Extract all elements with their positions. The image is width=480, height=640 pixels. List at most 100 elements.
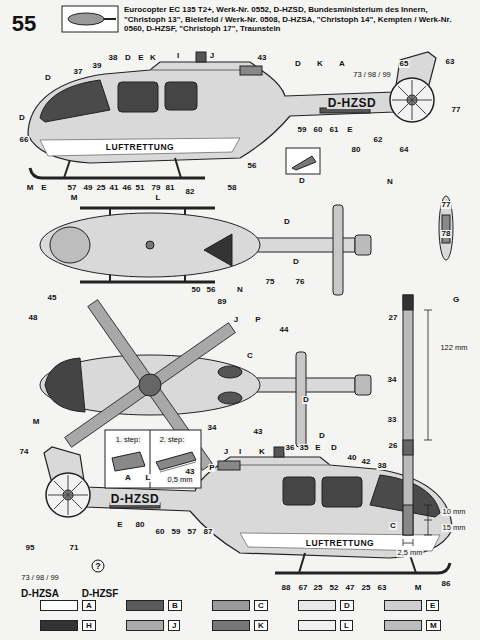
callout-label: 50 (191, 286, 202, 294)
callout-label: P (208, 464, 215, 472)
color-swatch (384, 620, 422, 631)
callout-label: 56 (247, 162, 258, 170)
registration-text: D-HZSA (20, 589, 60, 599)
fuselage-lettering: LUFTRETTUNG (305, 539, 375, 548)
callout-label: 42 (361, 458, 372, 466)
callout-label: 34 (387, 376, 398, 384)
callout-label: 51 (135, 184, 146, 192)
callout-label: J (233, 316, 239, 324)
callout-label: M (26, 184, 35, 192)
color-letter: L (340, 620, 353, 631)
callout-label: 56 (206, 286, 217, 294)
callout-label: 66 (19, 136, 30, 144)
callout-label: 38 (108, 54, 119, 62)
callout-label: D (292, 258, 300, 266)
callout-label: 43 (185, 468, 196, 476)
color-letter: J (168, 620, 180, 631)
callout-label: 2. step: (159, 436, 186, 444)
callout-label: 76 (295, 278, 306, 286)
callout-label: 26 (388, 442, 399, 450)
callout-label: 77 (451, 106, 462, 114)
callout-label: 63 (377, 584, 388, 592)
callout-label: 60 (313, 126, 324, 134)
callout-label: E (346, 126, 353, 134)
callout-label: I (238, 448, 242, 456)
callout-label: 15 mm (442, 524, 467, 532)
callout-label: 73 / 98 / 99 (20, 574, 60, 582)
callout-label: 44 (279, 326, 290, 334)
callout-label: 52 (329, 584, 340, 592)
callout-label: E (116, 521, 123, 529)
callout-label: 65 (399, 60, 410, 68)
callout-label: 0,5 mm (166, 476, 193, 484)
callout-label: D (124, 54, 132, 62)
callout-label: L (145, 474, 152, 482)
callout-label: D (18, 114, 26, 122)
registration-text: D-HZSD (327, 97, 377, 109)
callout-label: 37 (73, 68, 84, 76)
color-letter: M (426, 620, 441, 631)
callout-label: 71 (69, 544, 80, 552)
callout-label: 35 (299, 444, 310, 452)
callout-label: L (155, 194, 162, 202)
color-letter: C (254, 600, 268, 611)
color-swatch (298, 620, 336, 631)
callout-label: 10 mm (442, 508, 467, 516)
registration-text: D-HZSF (81, 589, 120, 599)
color-swatch (40, 600, 78, 611)
callout-label: 62 (373, 136, 384, 144)
callout-label: D (283, 218, 291, 226)
callout-label: 25 (361, 584, 372, 592)
callout-label: P (254, 316, 261, 324)
callout-label: D (330, 444, 338, 452)
callout-label: 89 (217, 298, 228, 306)
callout-label: G (452, 296, 460, 304)
callout-label: J (209, 52, 215, 60)
callout-label: N (236, 286, 244, 294)
callout-label: 95 (25, 544, 36, 552)
color-letter: E (426, 600, 439, 611)
callout-label: 87 (203, 528, 214, 536)
callout-label: 86 (441, 580, 452, 588)
callout-label: 78 (441, 230, 452, 238)
callout-label: 63 (445, 58, 456, 66)
callout-label: 122 mm (439, 344, 468, 352)
callout-label: 46 (122, 184, 133, 192)
callout-label: C (389, 522, 397, 530)
callout-label: K (258, 448, 266, 456)
callout-label: C (246, 352, 254, 360)
callout-label: D (298, 177, 306, 185)
callout-label: 80 (351, 146, 362, 154)
callout-label: 64 (399, 146, 410, 154)
callout-label: A (338, 60, 346, 68)
color-letter: A (82, 600, 96, 611)
callout-label: D (302, 396, 310, 404)
callout-label: 58 (227, 184, 238, 192)
callout-label: M (32, 418, 41, 426)
callout-label: 43 (253, 428, 264, 436)
callout-label: 88 (281, 584, 292, 592)
callout-label: E (40, 184, 47, 192)
color-swatch (298, 600, 336, 611)
callout-label: 1. step: (115, 436, 142, 444)
callout-label: I (176, 52, 180, 60)
callout-label: 34 (207, 424, 218, 432)
color-swatch (40, 620, 78, 631)
callout-label: D (44, 74, 52, 82)
callout-label: J (223, 448, 229, 456)
callout-label: 59 (171, 528, 182, 536)
color-swatch (212, 620, 250, 631)
callout-label: 43 (257, 54, 268, 62)
callout-label: 27 (388, 314, 399, 322)
callout-label: 36 (285, 444, 296, 452)
callout-label: 57 (187, 528, 198, 536)
callout-label: 61 (329, 126, 340, 134)
callout-label: 81 (165, 184, 176, 192)
color-letter: D (340, 600, 354, 611)
callout-label: 25 (313, 584, 324, 592)
callout-label: K (149, 54, 157, 62)
callout-label: 47 (345, 584, 356, 592)
color-letter: B (168, 600, 182, 611)
callout-label: D (294, 60, 302, 68)
callout-label: 39 (92, 62, 103, 70)
